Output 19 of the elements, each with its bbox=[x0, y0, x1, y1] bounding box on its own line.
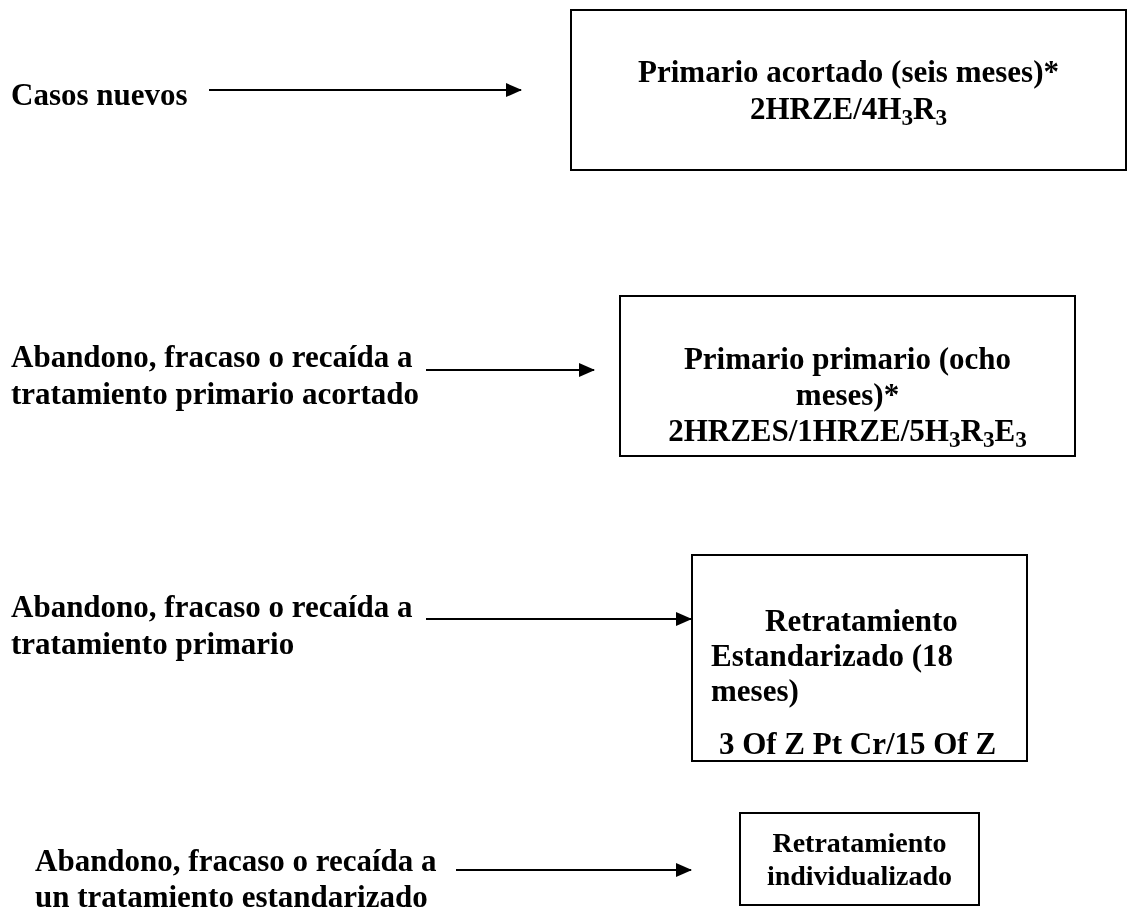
regimen-box bbox=[691, 554, 1028, 762]
regimen-box bbox=[739, 812, 980, 906]
arrow bbox=[208, 83, 522, 97]
regimen-box bbox=[570, 9, 1127, 171]
regimen-formula: 2HRZE/4H$_{3}$R$_{3}$ bbox=[749, 90, 948, 127]
case-text: Abandono, fracaso o recaída a tratamiento primario acortado bbox=[11, 338, 421, 412]
arrow bbox=[425, 363, 595, 377]
regimen-formula: 3 Of Z Pt Cr/15 Of Z bbox=[717, 725, 998, 762]
arrow bbox=[425, 612, 692, 626]
arrow bbox=[455, 863, 692, 877]
regimen-title: Primario acortado (seis meses)* bbox=[638, 53, 1059, 90]
case-text: Abandono, fracaso o recaída a tratamiento primario bbox=[11, 588, 414, 662]
regimen-formula: 2HRZES/1HRZE/5H$_{3}$R$_{3}$E$_{3}$ bbox=[668, 413, 1027, 449]
regimen-box bbox=[619, 295, 1076, 457]
regimen-title: Retratamiento Estandarizado (18 meses) bbox=[711, 603, 959, 708]
case-text: Casos nuevos bbox=[11, 76, 189, 113]
case-text: Abandono, fracaso o recaída a un tratamiento estandarizado bbox=[35, 843, 438, 915]
regimen-title: Retratamiento individualizado bbox=[765, 826, 954, 892]
regimen-title: Primario primario (ocho meses)* bbox=[682, 341, 1013, 413]
